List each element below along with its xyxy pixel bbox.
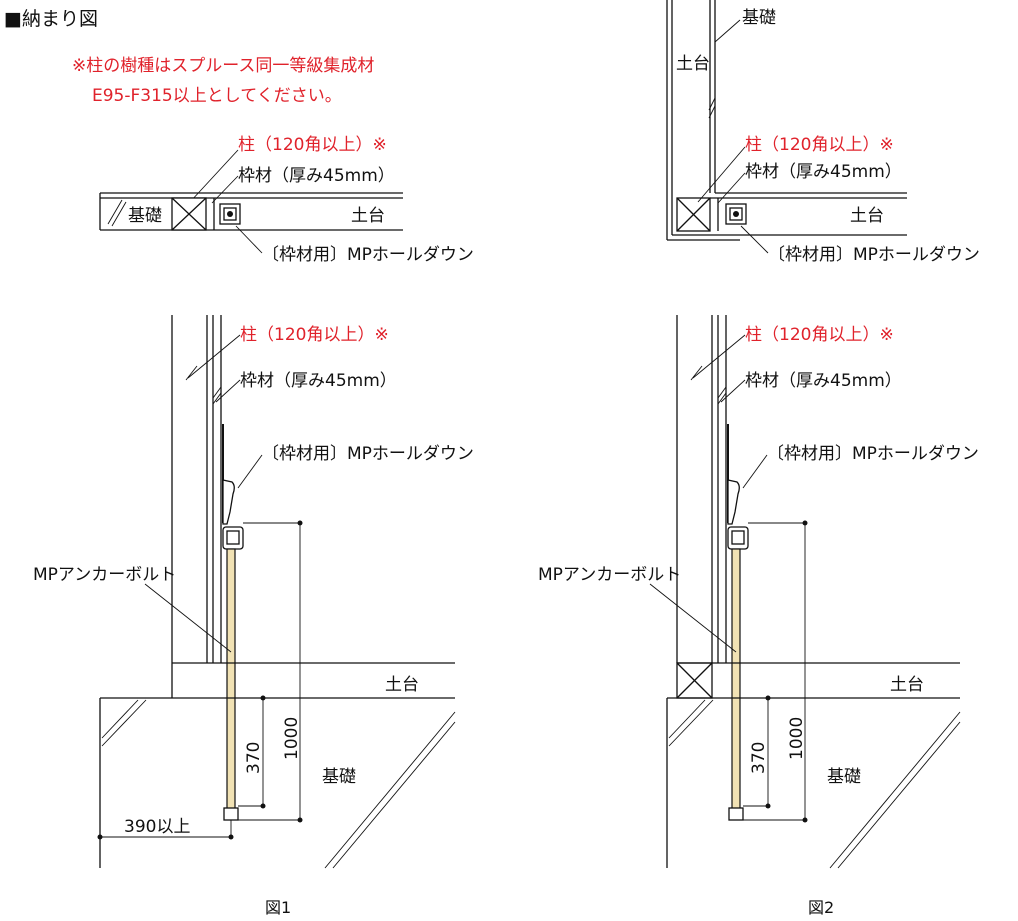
leader-line xyxy=(697,146,746,203)
dim-dot xyxy=(297,520,303,526)
holddown-bracket xyxy=(222,479,235,525)
leader-line xyxy=(649,583,737,653)
species-note-line2: E95-F315以上としてください。 xyxy=(92,86,342,106)
dim-370: 370 xyxy=(749,742,769,774)
hatch-line xyxy=(212,392,222,405)
hatch-line xyxy=(690,365,703,381)
heading: ■納まり図 xyxy=(4,8,98,30)
leader-line xyxy=(717,172,746,204)
column-label: 柱（120角以上）※ xyxy=(745,135,894,155)
column-label: 柱（120角以上）※ xyxy=(240,325,389,345)
anchor-label: MPアンカーボルト xyxy=(33,565,176,585)
leader-line xyxy=(720,379,746,403)
plan-view-1: 柱（120角以上）※ 枠材（厚み45mm） 基礎 土台 〔枠材用〕MPホールダウ… xyxy=(99,135,474,265)
sill-label: 土台 xyxy=(850,206,884,226)
hatch-line xyxy=(708,97,716,111)
hatch-line xyxy=(717,386,727,399)
section-view-2: 柱（120角以上）※ 枠材（厚み45mm） 〔枠材用〕MPホールダウン MPアン… xyxy=(538,315,979,917)
leader-line xyxy=(235,225,263,254)
hatch-line xyxy=(332,721,456,869)
column-label: 柱（120角以上）※ xyxy=(745,325,894,345)
foundation-label: 基礎 xyxy=(322,767,356,787)
column-cross xyxy=(171,197,207,231)
hatch-line xyxy=(829,711,961,869)
frame-label: 枠材（厚み45mm） xyxy=(745,371,902,391)
anchor-bolt xyxy=(731,548,741,812)
leader-line xyxy=(211,175,239,204)
anchor-label: MPアンカーボルト xyxy=(538,565,681,585)
leader-line xyxy=(237,454,263,489)
figure-caption-1: 図1 xyxy=(265,898,291,917)
hatch-line xyxy=(111,201,127,227)
holddown-label: 〔枠材用〕MPホールダウン xyxy=(262,444,474,464)
dim-dot xyxy=(802,520,808,526)
holddown-nut xyxy=(226,530,240,545)
anchor-bolt xyxy=(226,548,236,812)
leader-line xyxy=(692,334,746,379)
hatch-line xyxy=(101,699,139,739)
dim-1000: 1000 xyxy=(282,717,302,760)
hatch-line xyxy=(708,105,716,119)
dim-1000: 1000 xyxy=(787,717,807,760)
leader-line xyxy=(144,583,232,653)
sill-label: 土台 xyxy=(890,675,924,695)
bolt-dot xyxy=(733,211,739,217)
holddown-label: 〔枠材用〕MPホールダウン xyxy=(767,444,979,464)
column-label: 柱（120角以上）※ xyxy=(238,135,387,155)
hatch-line xyxy=(107,199,123,225)
holddown-bracket xyxy=(727,479,740,525)
dim-390: 390以上 xyxy=(124,817,190,837)
bolt-nut xyxy=(728,807,744,821)
hatch-line xyxy=(101,699,147,747)
hatch-line xyxy=(837,721,961,869)
leader-line xyxy=(187,334,241,379)
species-note-line1: ※柱の樹種はスプルース同一等級集成材 xyxy=(72,56,374,76)
bolt-dot xyxy=(227,211,233,217)
sill-label: 土台 xyxy=(676,54,710,74)
hatch-line xyxy=(212,386,222,399)
dim-dot xyxy=(765,695,771,701)
sill-label: 土台 xyxy=(385,675,419,695)
leader-line xyxy=(215,379,241,403)
leader-line xyxy=(714,19,741,43)
figure-caption-2: 図2 xyxy=(808,898,834,917)
dim-dot xyxy=(260,695,266,701)
column-cross xyxy=(676,197,711,232)
holddown-label: 〔枠材用〕MPホールダウン xyxy=(262,245,474,265)
holddown-label: 〔枠材用〕MPホールダウン xyxy=(768,245,980,265)
dim-370: 370 xyxy=(244,742,264,774)
section-view-1: 柱（120角以上）※ 枠材（厚み45mm） 〔枠材用〕MPホールダウン MPアン… xyxy=(33,315,474,917)
dim-dot xyxy=(97,834,103,840)
holddown-nut xyxy=(731,530,745,545)
frame-label: 枠材（厚み45mm） xyxy=(238,166,395,186)
column-cross xyxy=(676,662,713,699)
foundation-label: 基礎 xyxy=(742,8,776,28)
hatch-line xyxy=(324,711,456,869)
leader-line xyxy=(740,225,769,254)
sill-label: 土台 xyxy=(351,206,385,226)
hatch-line xyxy=(668,699,714,747)
dim-dot xyxy=(228,834,234,840)
leader-line xyxy=(742,454,768,489)
hatch-line xyxy=(668,699,706,739)
frame-label: 枠材（厚み45mm） xyxy=(745,162,902,182)
hatch-line xyxy=(717,392,727,405)
foundation-label: 基礎 xyxy=(827,767,861,787)
frame-label: 枠材（厚み45mm） xyxy=(240,371,397,391)
leader-line xyxy=(189,149,239,203)
foundation-label: 基礎 xyxy=(128,206,162,226)
plan-view-2: 基礎 土台 土台 柱（120角以上）※ 枠材（厚み45mm） 〔枠材用〕MPホー… xyxy=(666,0,980,265)
bolt-nut xyxy=(223,807,239,821)
hatch-line xyxy=(185,365,198,381)
